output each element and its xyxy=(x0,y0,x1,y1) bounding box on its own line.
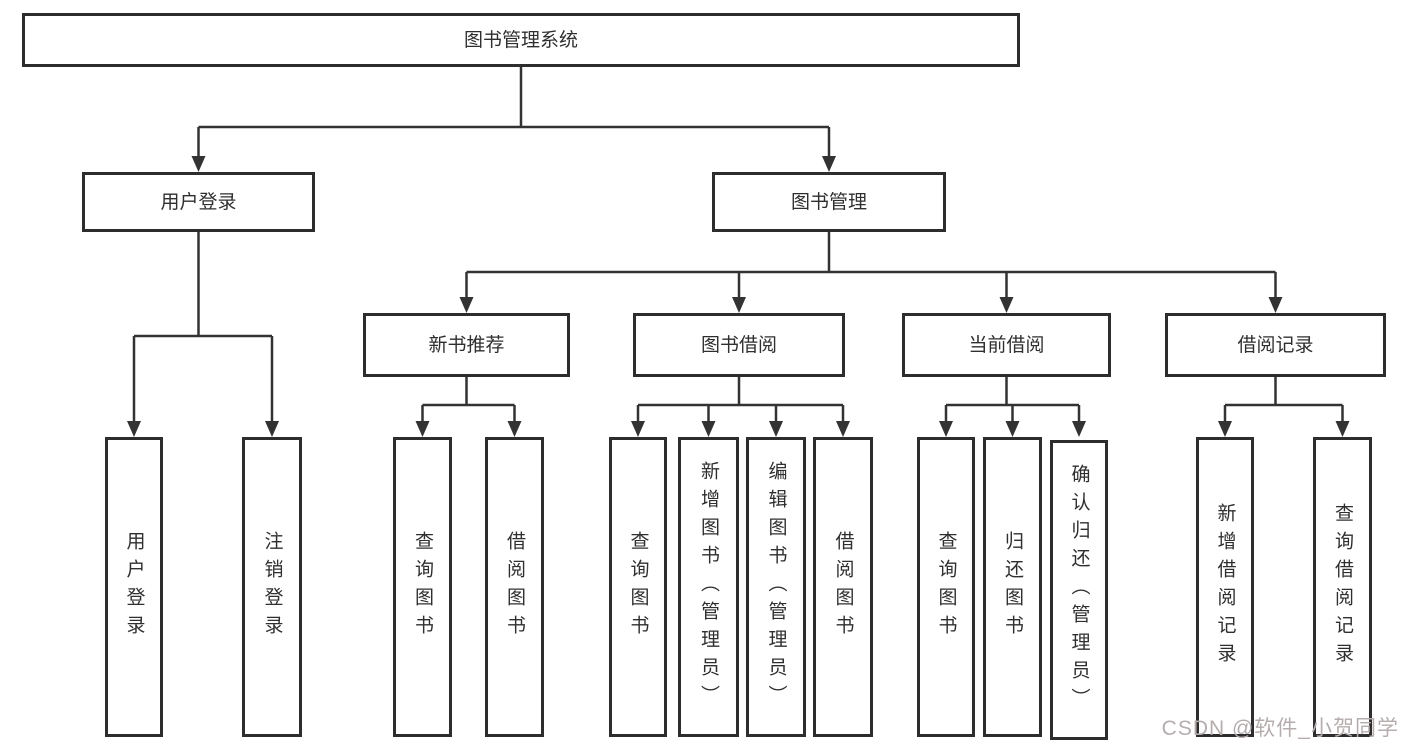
connector-book-management-children xyxy=(465,232,1277,299)
connector-root-to-level2 xyxy=(197,67,831,158)
csdn-watermark: CSDN @软件_小贺同学 xyxy=(1161,717,1399,740)
node-new-book-recommend: 新书推荐 xyxy=(363,313,570,377)
arrowhead-add-book-admin xyxy=(701,421,716,437)
leaf-edit-book-admin: 编辑图书（管理员） xyxy=(746,437,806,737)
arrowhead-confirm-return-admin xyxy=(1072,421,1086,437)
arrowhead-query-borrow-record xyxy=(1335,421,1350,437)
arrowhead-borrow-books-1 xyxy=(507,421,522,437)
leaf-add-borrow-record: 新增借阅记录 xyxy=(1196,437,1254,737)
arrowhead-leaf-user-login xyxy=(127,421,141,437)
arrowhead-current-borrow xyxy=(999,297,1014,313)
arrowhead-query-books-3 xyxy=(939,421,953,437)
arrowhead-book-management xyxy=(822,156,836,172)
connector-book-borrow-children xyxy=(636,377,845,423)
node-user-login: 用户登录 xyxy=(82,172,315,232)
leaf-borrow-books-2: 借阅图书 xyxy=(813,437,873,737)
arrowhead-book-borrow xyxy=(732,297,746,313)
node-root-system: 图书管理系统 xyxy=(22,13,1020,67)
leaf-borrow-books-recommend: 借阅图书 xyxy=(485,437,544,737)
connector-current-borrow-children xyxy=(944,377,1081,423)
arrowhead-query-books-2 xyxy=(631,421,645,437)
leaf-query-borrow-record: 查询借阅记录 xyxy=(1313,437,1372,737)
arrowhead-return-book xyxy=(1005,421,1020,437)
node-borrow-records: 借阅记录 xyxy=(1165,313,1386,377)
node-book-borrow: 图书借阅 xyxy=(633,313,845,377)
arrowhead-borrow-books-2 xyxy=(836,421,850,437)
leaf-query-books-borrow: 查询图书 xyxy=(609,437,667,737)
leaf-return-book: 归还图书 xyxy=(983,437,1042,737)
leaf-query-books-recommend: 查询图书 xyxy=(393,437,452,737)
arrowhead-query-books-1 xyxy=(415,421,430,437)
leaf-confirm-return-admin: 确认归还（管理员） xyxy=(1050,440,1108,740)
node-book-management: 图书管理 xyxy=(712,172,946,232)
leaf-user-login: 用户登录 xyxy=(105,437,163,737)
leaf-add-book-admin: 新增图书（管理员） xyxy=(678,437,739,737)
connector-user-login-children xyxy=(132,232,274,423)
node-current-borrow: 当前借阅 xyxy=(902,313,1111,377)
arrowhead-leaf-logout xyxy=(265,421,279,437)
leaf-logout: 注销登录 xyxy=(242,437,302,737)
arrowhead-user-login xyxy=(191,156,206,172)
connector-borrow-records-children xyxy=(1223,377,1344,423)
leaf-query-books-current: 查询图书 xyxy=(917,437,975,737)
arrowhead-add-borrow-record xyxy=(1218,421,1232,437)
arrowhead-new-book-recommend xyxy=(459,297,474,313)
connector-new-book-recommend-children xyxy=(421,377,516,423)
arrowhead-borrow-records xyxy=(1268,297,1283,313)
arrowhead-edit-book-admin xyxy=(769,421,783,437)
